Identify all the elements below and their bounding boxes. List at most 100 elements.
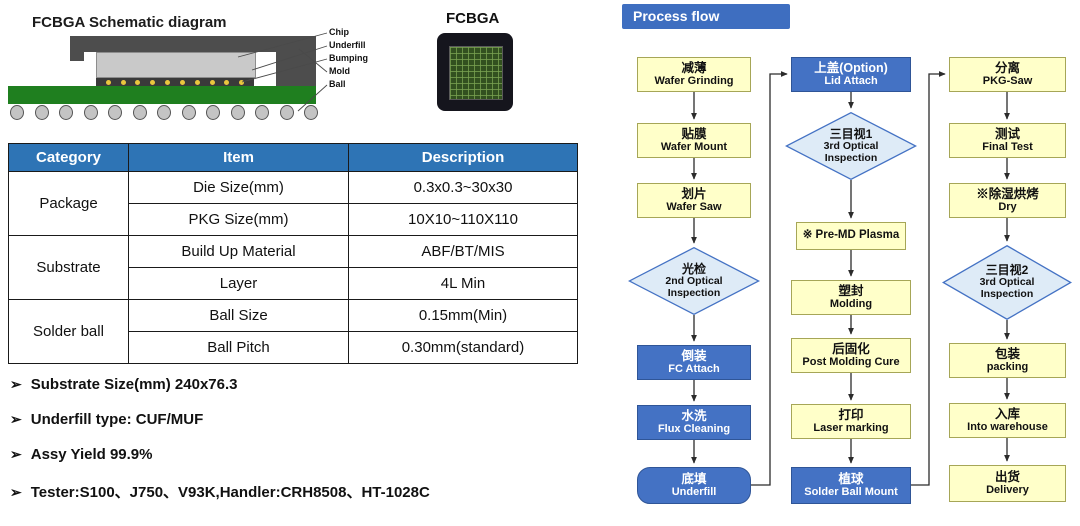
diamond-shape [785, 112, 917, 180]
bullet-substrate-size: ➢ Substrate Size(mm) 240x76.3 [10, 376, 238, 393]
bullet-text: Assy Yield 99.9% [30, 446, 153, 463]
bullet-assy-yield: ➢ Assy Yield 99.9% [10, 446, 152, 463]
flow-step-delivery: 出货 Delivery [949, 465, 1066, 502]
diamond-shape [628, 247, 760, 315]
cell-buildup-item: Build Up Material [128, 235, 349, 268]
step-label-en: 2nd Optical Inspection [665, 274, 723, 299]
step-label-en: Laser marking [813, 422, 889, 435]
flow-step-wafer-saw: 划片 Wafer Saw [637, 183, 751, 218]
diamond-shape [942, 245, 1072, 320]
flow-step-wafer-grinding: 减薄 Wafer Grinding [637, 57, 751, 92]
col-header-category: Category [8, 143, 129, 172]
schematic-title: FCBGA Schematic diagram [32, 14, 227, 31]
arrow-bullet-icon: ➢ [10, 376, 22, 392]
step-label-cn: 光检 [681, 261, 706, 276]
step-label-cn: 底填 [681, 471, 707, 486]
table-row: Ball Pitch 0.30mm(standard) [9, 331, 578, 364]
solder-ball-row [10, 105, 318, 121]
cell-ball-size-desc: 0.15mm(Min) [348, 299, 578, 332]
arrow-bullet-icon: ➢ [10, 484, 22, 500]
flow-step-wafer-mount: 贴膜 Wafer Mount [637, 123, 751, 158]
bullet-underfill-type: ➢ Underfill type: CUF/MUF [10, 411, 203, 428]
step-label-en: Lid Attach [824, 75, 878, 88]
cell-pkg-size-desc: 10X10~110X110 [348, 203, 578, 236]
step-label-cn: 倒装 [681, 348, 707, 363]
step-label-en: Wafer Saw [666, 201, 722, 214]
step-label-en: Dry [998, 201, 1017, 214]
step-label-en: Wafer Grinding [654, 75, 734, 88]
arrow-bullet-icon: ➢ [10, 411, 22, 427]
cell-die-size-desc: 0.3x0.3~30x30 [348, 171, 578, 204]
step-label-en: Delivery [986, 484, 1029, 497]
step-label-en: Wafer Mount [660, 141, 728, 154]
bumping-row [96, 78, 254, 86]
cell-category-substrate: Substrate [8, 235, 129, 300]
spec-table: Category Item Description Package Die Si… [8, 143, 578, 364]
step-label-en: packing [986, 361, 1029, 374]
fcbga-chip-photo [437, 33, 513, 111]
schematic-label-mold: Mold [329, 66, 350, 76]
flow-step-final-test: 测试 Final Test [949, 123, 1066, 158]
step-label-cn: 后固化 [832, 341, 870, 356]
table-row: Solder ball Ball Size 0.15mm(Min) [8, 299, 578, 364]
cell-ball-size-item: Ball Size [128, 299, 349, 332]
step-label-en: Final Test [982, 141, 1033, 154]
col-header-description: Description [348, 143, 578, 172]
mold-lid-shape [70, 36, 316, 52]
flow-step-pre-md-plasma: ※ Pre-MD Plasma [796, 222, 906, 250]
flow-step-packing: 包装 packing [949, 343, 1066, 378]
step-label-en: 3rd Optical Inspection [979, 276, 1035, 301]
flow-step-dry: ※除湿烘烤 Dry [949, 183, 1066, 218]
flow-step-3rd-optical-inspection-1: 三目视1 3rd Optical Inspection [785, 112, 917, 180]
step-label-en: PKG-Saw [982, 75, 1033, 88]
step-label-cn: 三目视2 [985, 263, 1029, 278]
table-header-row: Category Item Description [8, 143, 578, 172]
schematic-label-underfill: Underfill [329, 40, 366, 50]
step-label-cn: 入库 [994, 406, 1020, 421]
bullet-text: Underfill type: CUF/MUF [30, 411, 204, 428]
table-row: Layer 4L Min [9, 267, 578, 300]
step-label-en: Molding [829, 298, 873, 311]
step-label-cn: ※除湿烘烤 [976, 186, 1039, 201]
cell-ball-pitch-desc: 0.30mm(standard) [348, 331, 578, 364]
flow-step-into-warehouse: 入库 Into warehouse [949, 403, 1066, 438]
step-label-en: Into warehouse [967, 421, 1048, 434]
flow-step-2nd-optical-inspection: 光检 2nd Optical Inspection [628, 247, 760, 315]
cell-die-size-item: Die Size(mm) [128, 171, 349, 204]
step-label-en: ※ Pre-MD Plasma [802, 229, 900, 242]
substrate-shape [8, 86, 316, 104]
fcbga-cross-section [8, 28, 326, 126]
cell-category-solder-ball: Solder ball [8, 299, 129, 364]
step-label-cn: 三目视1 [829, 126, 873, 141]
flow-step-lid-attach: 上盖(Option) Lid Attach [791, 57, 911, 92]
step-label-cn: 打印 [838, 407, 864, 422]
step-label-cn: 塑封 [838, 283, 864, 298]
mold-lid-left-edge [70, 52, 84, 61]
step-label-cn: 出货 [994, 469, 1020, 484]
step-label-en: Underfill [671, 486, 717, 499]
flow-step-3rd-optical-inspection-2: 三目视2 3rd Optical Inspection [942, 245, 1072, 320]
chip-die-area [449, 46, 503, 100]
step-label-cn: 贴膜 [681, 126, 707, 141]
arrow-bullet-icon: ➢ [10, 446, 22, 462]
flow-step-laser-marking: 打印 Laser marking [791, 404, 911, 439]
schematic-label-chip: Chip [329, 27, 349, 37]
step-label-cn: 包装 [994, 346, 1020, 361]
cell-layer-desc: 4L Min [348, 267, 578, 300]
flow-step-post-molding-cure: 后固化 Post Molding Cure [791, 338, 911, 373]
step-label-cn: 植球 [838, 471, 864, 486]
step-label-en: FC Attach [668, 363, 720, 376]
process-flow-title: Process flow [622, 4, 790, 29]
cell-buildup-desc: ABF/BT/MIS [348, 235, 578, 268]
mold-lid-right-edge [276, 52, 316, 86]
cell-category-package: Package [8, 171, 129, 236]
schematic-label-ball: Ball [329, 79, 346, 89]
step-label-cn: 分离 [994, 60, 1020, 75]
step-label-cn: 水洗 [681, 408, 707, 423]
step-label-en: Solder Ball Mount [804, 486, 898, 499]
bullet-text: Substrate Size(mm) 240x76.3 [30, 376, 238, 393]
flow-step-pkg-saw: 分离 PKG-Saw [949, 57, 1066, 92]
cell-ball-pitch-item: Ball Pitch [128, 331, 349, 364]
schematic-label-bumping: Bumping [329, 53, 368, 63]
